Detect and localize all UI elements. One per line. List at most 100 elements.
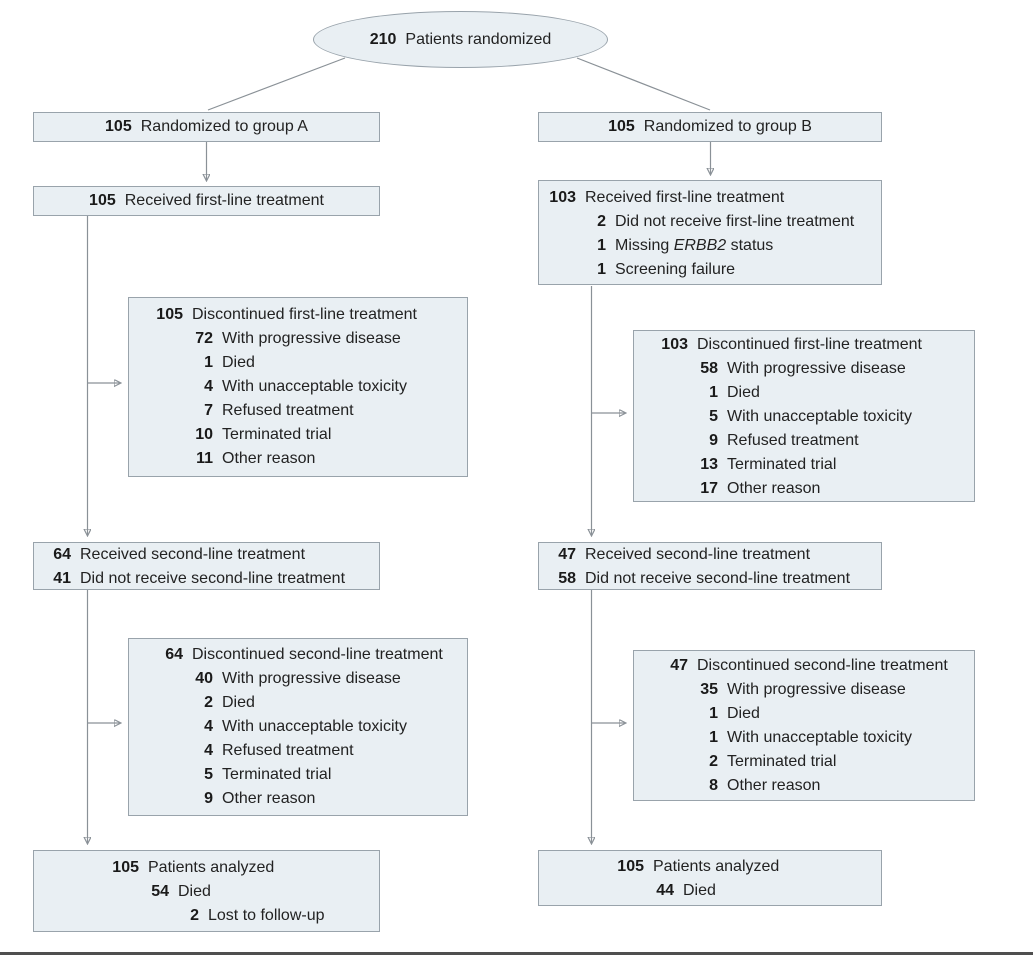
flow-line: 9 Other reason: [153, 787, 463, 811]
count: 4: [204, 718, 213, 735]
count: 4: [204, 742, 213, 759]
figure-bottom-rule: [0, 952, 1033, 955]
count: 210: [369, 30, 397, 48]
flow-line: 58 With progressive disease: [658, 357, 970, 381]
label: Died: [222, 354, 255, 371]
count: 1: [597, 237, 606, 254]
flow-line: 44 Died: [614, 879, 877, 903]
flow-line: 5 With unacceptable toxicity: [658, 405, 970, 429]
flow-line: 40 With progressive disease: [153, 667, 463, 691]
count: 7: [204, 402, 213, 419]
label: Died: [727, 384, 760, 401]
box-analyzed-b: 105 Patients analyzed 44 Died: [538, 850, 882, 906]
label: Discontinued first-line treatment: [192, 306, 417, 323]
label: Died: [178, 883, 211, 900]
box-randomized-group-a: 105 Randomized to group A: [33, 112, 380, 142]
flow-line: 105 Randomized to group B: [539, 113, 881, 141]
flow-line: 7 Refused treatment: [153, 399, 463, 423]
count: 2: [709, 753, 718, 770]
count: 47: [558, 546, 576, 563]
count: 9: [709, 432, 718, 449]
flow-line: 210 Patients randomized: [370, 12, 552, 67]
flow-line: 5 Terminated trial: [153, 763, 463, 787]
flow-line: 103 Discontinued first-line treatment: [658, 333, 970, 357]
count: 1: [709, 705, 718, 722]
box-analyzed-a: 105 Patients analyzed 54 Died 2 Lost to …: [33, 850, 380, 932]
label: Did not receive second-line treatment: [80, 570, 346, 587]
label: Refused treatment: [222, 402, 354, 419]
count: 105: [89, 192, 116, 209]
count: 9: [204, 790, 213, 807]
label: Received first-line treatment: [585, 189, 785, 206]
label: With unacceptable toxicity: [727, 729, 912, 746]
label: Patients analyzed: [148, 859, 275, 876]
label: Terminated trial: [727, 753, 837, 770]
flow-line: 9 Refused treatment: [658, 429, 970, 453]
label: Randomized to group A: [140, 118, 308, 135]
count: 35: [700, 681, 718, 698]
flow-line: 1 Died: [153, 351, 463, 375]
count: 47: [670, 657, 688, 674]
count: 105: [608, 118, 635, 135]
count: 17: [700, 480, 718, 497]
count: 2: [597, 213, 606, 230]
flow-line: 2 Did not receive first-line treatment: [546, 210, 877, 234]
label: Terminated trial: [727, 456, 837, 473]
count: 105: [112, 859, 139, 876]
label: Other reason: [727, 777, 821, 794]
label: Received first-line treatment: [124, 192, 324, 209]
flow-line: 2 Died: [153, 691, 463, 715]
box-discontinued-first-line-b: 103 Discontinued first-line treatment 58…: [633, 330, 975, 502]
label: Missing ERBB2 status: [615, 237, 774, 254]
count: 103: [549, 189, 576, 206]
count: 54: [151, 883, 169, 900]
box-discontinued-second-line-a: 64 Discontinued second-line treatment 40…: [128, 638, 468, 816]
label: Died: [222, 694, 255, 711]
label: Did not receive second-line treatment: [585, 570, 851, 587]
flow-line: 1 Screening failure: [546, 258, 877, 282]
count: 5: [204, 766, 213, 783]
count: 1: [709, 729, 718, 746]
flow-line: 41 Did not receive second-line treatment: [41, 567, 375, 591]
flow-line: 4 With unacceptable toxicity: [153, 715, 463, 739]
count: 103: [661, 336, 688, 353]
flow-line: 47 Received second-line treatment: [546, 543, 877, 567]
count: 105: [105, 118, 132, 135]
label: Terminated trial: [222, 426, 332, 443]
count: 2: [190, 907, 199, 924]
label: Received second-line treatment: [80, 546, 306, 563]
count: 105: [617, 858, 644, 875]
flow-line: 13 Terminated trial: [658, 453, 970, 477]
flow-line: 54 Died: [109, 880, 375, 904]
label: Other reason: [222, 790, 316, 807]
label: Discontinued first-line treatment: [697, 336, 922, 353]
flow-line: 2 Lost to follow-up: [109, 904, 375, 928]
label: With progressive disease: [727, 360, 906, 377]
flow-line: 105 Patients analyzed: [614, 855, 877, 879]
flow-line: 4 Refused treatment: [153, 739, 463, 763]
label: Discontinued second-line treatment: [192, 646, 443, 663]
count: 5: [709, 408, 718, 425]
flow-line: 10 Terminated trial: [153, 423, 463, 447]
flow-line: 64 Discontinued second-line treatment: [153, 643, 463, 667]
count: 64: [53, 546, 71, 563]
flow-line: 105 Discontinued first-line treatment: [153, 303, 463, 327]
label: Screening failure: [615, 261, 736, 278]
label: Patients randomized: [405, 30, 552, 48]
flow-line: 58 Did not receive second-line treatment: [546, 567, 877, 591]
flow-line: 47 Discontinued second-line treatment: [658, 654, 970, 678]
count: 40: [195, 670, 213, 687]
label: With progressive disease: [727, 681, 906, 698]
count: 2: [204, 694, 213, 711]
count: 64: [165, 646, 183, 663]
count: 10: [195, 426, 213, 443]
label: Other reason: [727, 480, 821, 497]
label: Patients analyzed: [653, 858, 780, 875]
count: 58: [558, 570, 576, 587]
count: 8: [709, 777, 718, 794]
flow-line: 11 Other reason: [153, 447, 463, 471]
label: Terminated trial: [222, 766, 332, 783]
label: Did not receive first-line treatment: [615, 213, 855, 230]
count: 1: [709, 384, 718, 401]
